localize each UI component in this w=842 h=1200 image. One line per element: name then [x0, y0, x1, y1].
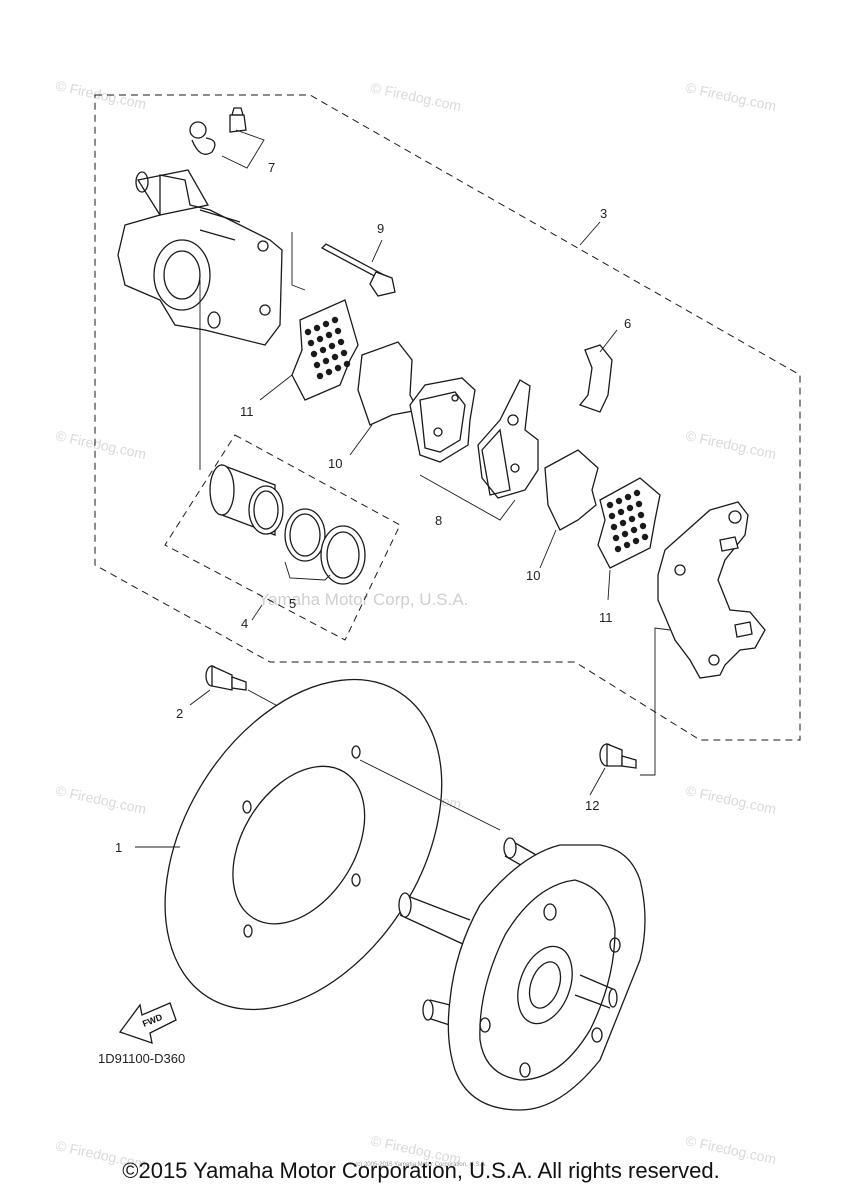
shim-hole — [635, 500, 643, 508]
shim-hole — [334, 364, 342, 372]
callout-11-right: 11 — [599, 610, 613, 625]
pad-plate-left — [357, 341, 419, 426]
caliper-pin — [291, 232, 396, 297]
shim-hole — [325, 368, 333, 376]
shim-hole — [334, 327, 342, 335]
callout-9: 9 — [377, 221, 384, 236]
callout-10-left: 10 — [328, 456, 342, 471]
shim-hole — [331, 353, 339, 361]
pad-spring — [578, 344, 613, 413]
shim-hole — [313, 361, 321, 369]
callout-12: 12 — [585, 798, 599, 813]
shim-hole — [632, 537, 640, 545]
caliper-bracket — [657, 501, 766, 679]
shim-hole — [619, 519, 627, 527]
shim-hole — [608, 512, 616, 520]
seal-bracket — [284, 561, 331, 581]
shim-hole — [307, 339, 315, 347]
shim-hole — [316, 372, 324, 380]
brake-pad-inner — [409, 377, 476, 463]
shim-hole — [340, 349, 348, 357]
pad-shim-right — [597, 477, 661, 569]
shim-hole — [606, 501, 614, 509]
watermark: © Firedog.com — [54, 427, 147, 462]
caliper-assembly-outline — [94, 94, 801, 741]
callout-1: 1 — [115, 840, 122, 855]
callout-10-right: 10 — [526, 568, 540, 583]
shim-hole — [637, 511, 645, 519]
shim-hole — [331, 316, 339, 324]
piston-seal — [284, 508, 326, 562]
shim-hole — [325, 331, 333, 339]
fwd-arrow: FWD — [118, 1002, 177, 1044]
watermark: © Firedog.com — [369, 79, 462, 114]
brake-pad-outer — [477, 379, 539, 499]
shim-hole — [633, 489, 641, 497]
watermark: © Firedog.com — [684, 79, 777, 114]
shim-hole — [628, 515, 636, 523]
pad-bracket-line — [419, 474, 516, 521]
shim-hole — [304, 328, 312, 336]
shim-hole — [343, 360, 351, 368]
shim-hole — [328, 342, 336, 350]
shim-hole — [337, 338, 345, 346]
shim-hole — [313, 324, 321, 332]
shim-hole — [615, 497, 623, 505]
piston — [209, 464, 284, 536]
callouts: 1 2 3 4 5 6 7 8 9 10 10 11 11 12 — [115, 160, 631, 855]
watermark: © Firedog.com — [684, 427, 777, 462]
shim-hole — [623, 541, 631, 549]
shim-hole — [319, 346, 327, 354]
shim-hole — [322, 320, 330, 328]
callout-2: 2 — [176, 706, 183, 721]
watermark: © Firedog.com — [684, 782, 777, 817]
shim-hole — [617, 508, 625, 516]
copyright-notice: ©2015 Yamaha Motor Corporation, U.S.A. A… — [122, 1158, 720, 1183]
callout-6: 6 — [624, 316, 631, 331]
shim-hole — [316, 335, 324, 343]
watermark: © Firedog.com — [54, 782, 147, 817]
pad-plate-right — [544, 449, 599, 531]
shim-hole — [621, 530, 629, 538]
pad-shim-left — [291, 299, 359, 401]
shim-hole — [612, 534, 620, 542]
callout-4: 4 — [241, 616, 248, 631]
brake-disc — [164, 678, 501, 1011]
leader-lines — [135, 221, 618, 848]
callout-7: 7 — [268, 160, 275, 175]
shim-hole — [641, 533, 649, 541]
wheel-hub — [398, 837, 646, 1111]
bleeder-screw — [189, 107, 265, 169]
shim-hole — [614, 545, 622, 553]
dust-seal — [320, 525, 366, 585]
shim-hole — [630, 526, 638, 534]
callout-3: 3 — [600, 206, 607, 221]
shim-hole — [322, 357, 330, 365]
small-copyright: (c) 2005-2015 Yamaha Motor Corporation, … — [355, 1162, 487, 1168]
bracket-bolt — [599, 627, 671, 776]
callout-5: 5 — [289, 596, 296, 611]
shim-hole — [610, 523, 618, 531]
shim-hole — [626, 504, 634, 512]
shim-hole — [624, 493, 632, 501]
caliper-body — [117, 169, 283, 470]
drawing-code: 1D91100-D360 — [98, 1051, 185, 1066]
piston-kit-outline — [164, 434, 401, 641]
center-watermark: Yamaha Motor Corp, U.S.A. — [258, 590, 468, 609]
shim-hole — [310, 350, 318, 358]
callout-11-left: 11 — [240, 404, 254, 419]
callout-8: 8 — [435, 513, 442, 528]
shim-hole — [639, 522, 647, 530]
